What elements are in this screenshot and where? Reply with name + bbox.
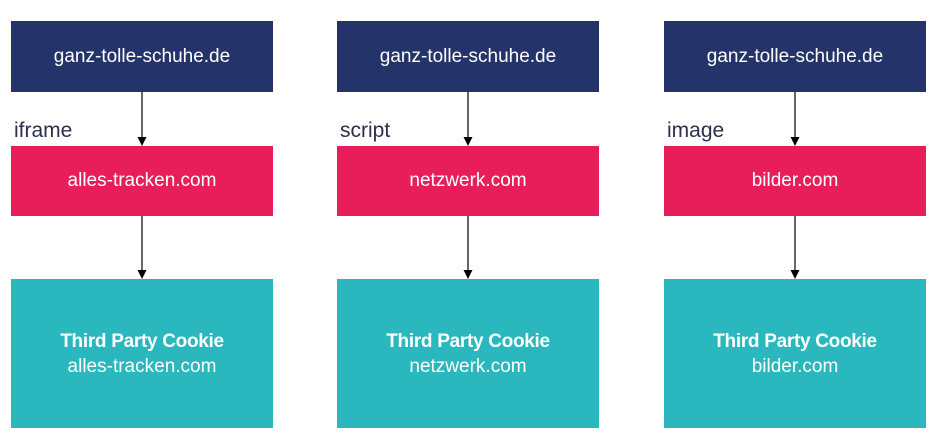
tracker-domain-label: netzwerk.com (409, 170, 527, 191)
embed-type-label: iframe (14, 119, 73, 142)
tracker-domain-box: netzwerk.com (337, 146, 599, 216)
origin-site-label: ganz-tolle-schuhe.de (706, 45, 884, 67)
tracker-domain-box: bilder.com (664, 146, 926, 216)
origin-site-label: ganz-tolle-schuhe.de (53, 45, 231, 67)
cookie-domain: alles-tracken.com (67, 355, 217, 377)
origin-site-label: ganz-tolle-schuhe.de (379, 45, 557, 67)
third-party-cookie-box: Third Party Cookie alles-tracken.com (11, 279, 273, 428)
arrow-icon (790, 92, 800, 279)
origin-site-box: ganz-tolle-schuhe.de (337, 21, 599, 92)
flow-column-iframe: ganz-tolle-schuhe.de iframe alles-tracke… (11, 0, 273, 440)
tracker-domain-box: alles-tracken.com (11, 146, 273, 216)
tracker-domain-label: alles-tracken.com (67, 170, 217, 191)
cookie-title: Third Party Cookie (386, 330, 550, 352)
cookie-domain: netzwerk.com (409, 355, 527, 377)
arrow-icon (137, 92, 147, 279)
embed-type-label: script (340, 119, 391, 142)
third-party-cookie-box: Third Party Cookie bilder.com (664, 279, 926, 428)
embed-type-label: image (667, 119, 725, 142)
flow-column-image: ganz-tolle-schuhe.de image bilder.com Th… (664, 0, 926, 440)
cookie-domain: bilder.com (751, 355, 839, 377)
arrow-icon (463, 92, 473, 279)
origin-site-box: ganz-tolle-schuhe.de (664, 21, 926, 92)
origin-site-box: ganz-tolle-schuhe.de (11, 21, 273, 92)
third-party-cookie-box: Third Party Cookie netzwerk.com (337, 279, 599, 428)
cookie-title: Third Party Cookie (60, 330, 224, 352)
cookie-title: Third Party Cookie (713, 330, 877, 352)
flow-column-script: ganz-tolle-schuhe.de script netzwerk.com… (337, 0, 599, 440)
tracker-domain-label: bilder.com (751, 170, 839, 191)
